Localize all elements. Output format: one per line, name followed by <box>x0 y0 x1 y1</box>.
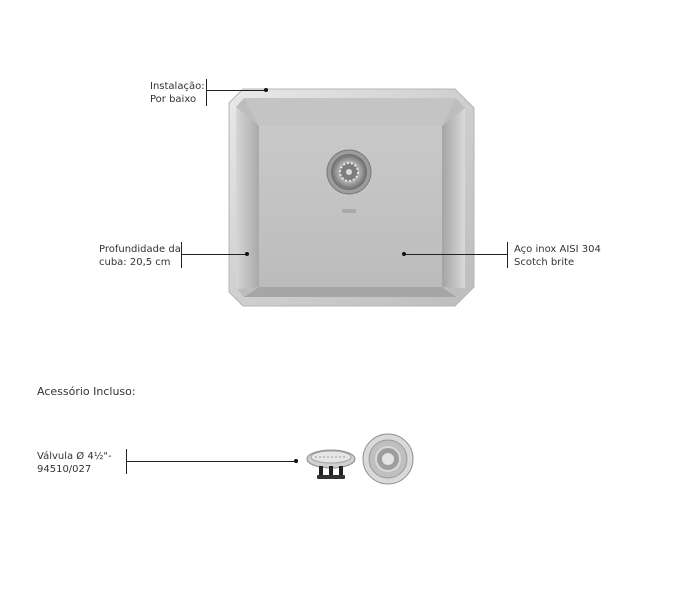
installation-label-line2: Por baixo <box>150 94 197 105</box>
brand-mark <box>342 209 356 213</box>
depth-leader-dot <box>245 252 249 256</box>
valve-label-line2: 94510/027 <box>37 464 92 475</box>
installation-leader-vertical <box>206 79 207 106</box>
material-leader-horizontal <box>404 254 508 255</box>
valve-leader-horizontal <box>126 461 296 462</box>
depth-leader-horizontal <box>181 254 246 255</box>
depth-label-line1: Profundidade da <box>99 244 181 255</box>
sink-top-wall <box>244 98 456 126</box>
depth-leader-vertical <box>181 242 182 268</box>
installation-leader-horizontal <box>206 90 265 91</box>
sink-bottom-wall <box>244 287 456 297</box>
valve-leader-dot <box>294 459 298 463</box>
installation-label: Instalação: Por baixo <box>150 80 205 106</box>
material-label: Aço inox AISI 304 Scotch brite <box>514 243 601 269</box>
valve-label-line1: Válvula Ø 4½"- <box>37 451 112 462</box>
accessory-heading: Acessório Incluso: <box>37 385 136 398</box>
material-label-line1: Aço inox AISI 304 <box>514 244 601 255</box>
material-leader-vertical <box>507 242 508 268</box>
sink-right-wall <box>442 108 465 288</box>
sink-left-wall <box>236 107 259 289</box>
valve-strainer-image <box>306 449 356 479</box>
valve-label: Válvula Ø 4½"- 94510/027 <box>37 450 112 476</box>
depth-label-line2: cuba: 20,5 cm <box>99 257 171 268</box>
installation-label-line1: Instalação: <box>150 81 205 92</box>
installation-leader-dot <box>264 88 268 92</box>
depth-label: Profundidade da cuba: 20,5 cm <box>99 243 181 269</box>
material-leader-dot <box>402 252 406 256</box>
material-label-line2: Scotch brite <box>514 257 575 268</box>
valve-body-image <box>362 433 414 485</box>
